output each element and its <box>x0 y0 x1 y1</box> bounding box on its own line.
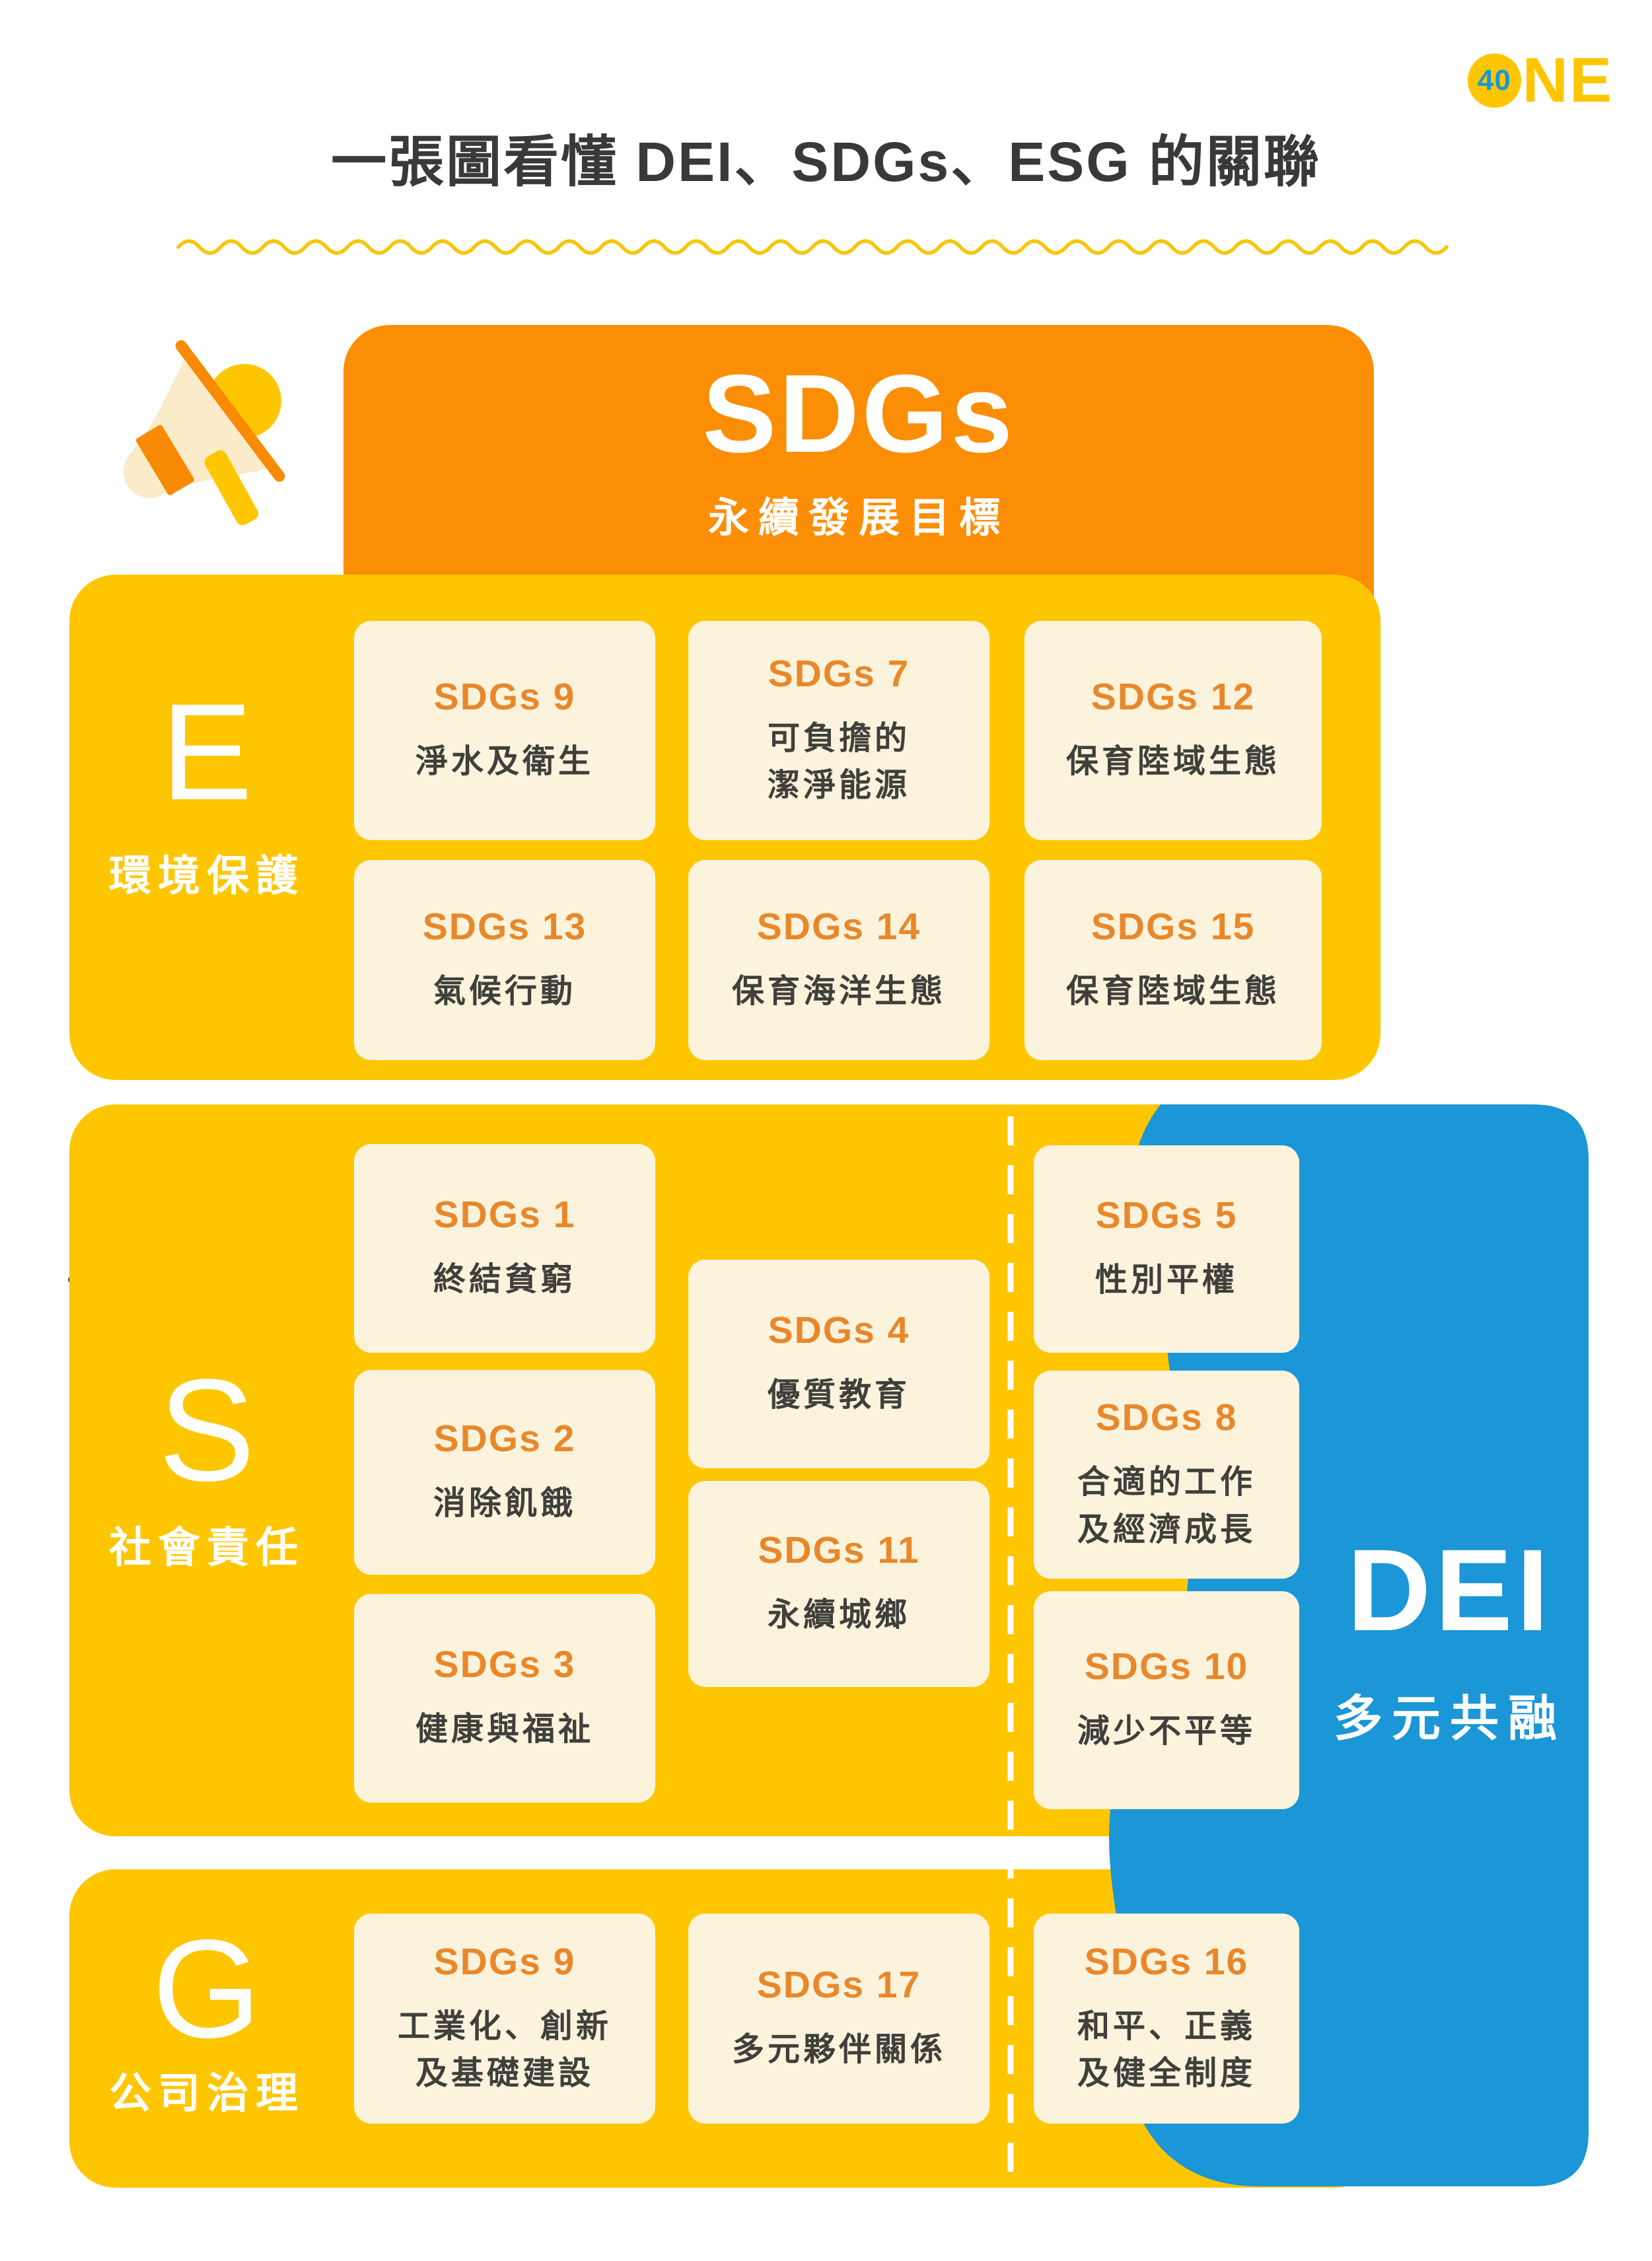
logo-circle-icon: 40 <box>1468 54 1521 108</box>
card-id: SDGs 3 <box>433 1643 576 1686</box>
card-sdgs-9-g: SDGs 9 工業化、創新 及基礎建設 <box>354 1914 655 2124</box>
card-sdgs-15: SDGs 15 保育陸域生態 <box>1024 860 1322 1060</box>
card-id: SDGs 14 <box>756 905 921 948</box>
page-title: 一張圖看懂 DEI、SDGs、ESG 的關聯 <box>331 131 1321 193</box>
card-desc: 性別平權 <box>1095 1262 1238 1299</box>
card-sdgs-13: SDGs 13 氣候行動 <box>354 860 655 1060</box>
card-sdgs-3: SDGs 3 健康與福祉 <box>354 1594 655 1803</box>
card-id: SDGs 11 <box>758 1529 920 1572</box>
card-id: SDGs 16 <box>1084 1940 1249 1983</box>
card-sdgs-7: SDGs 7 可負擔的 潔淨能源 <box>688 621 989 840</box>
card-sdgs-17: SDGs 17 多元夥伴關係 <box>688 1914 989 2124</box>
section-e-label: 環境保護 <box>109 852 305 900</box>
card-desc: 氣候行動 <box>433 973 576 1009</box>
card-id: SDGs 5 <box>1095 1194 1238 1237</box>
card-id: SDGs 12 <box>1091 676 1256 719</box>
card-desc: 永續城鄉 <box>767 1597 910 1633</box>
sdgs-banner-title: SDGs <box>702 351 1015 476</box>
card-desc: 工業化、創新 及基礎建設 <box>397 2008 612 2091</box>
card-sdgs-8: SDGs 8 合適的工作 及經濟成長 <box>1034 1371 1299 1579</box>
card-id: SDGs 1 <box>433 1194 576 1237</box>
card-desc: 健康與福祉 <box>415 1711 594 1748</box>
section-s-label: 社會責任 <box>109 1524 305 1571</box>
card-id: SDGs 15 <box>1091 905 1256 948</box>
card-id: SDGs 9 <box>433 676 576 719</box>
card-desc: 減少不平等 <box>1077 1713 1256 1750</box>
section-s-letter: S <box>158 1349 256 1511</box>
card-id: SDGs 13 <box>422 905 587 948</box>
dei-subtitle: 多元共融 <box>1334 1691 1566 1746</box>
section-e-letter: E <box>161 676 253 829</box>
sdgs-banner-subtitle: 永續發展目標 <box>707 495 1009 542</box>
card-id: SDGs 2 <box>433 1418 576 1460</box>
card-desc: 保育陸域生態 <box>1065 744 1280 780</box>
card-desc: 消除飢餓 <box>433 1486 576 1522</box>
wavy-underline <box>176 239 1449 255</box>
card-id: SDGs 17 <box>756 1964 921 2007</box>
one-logo: 40 NE <box>1468 49 1613 112</box>
card-desc: 優質教育 <box>767 1377 910 1414</box>
section-g-label: 公司治理 <box>109 2069 305 2117</box>
card-desc: 終結貧窮 <box>433 1262 576 1298</box>
card-sdgs-1: SDGs 1 終結貧窮 <box>354 1144 655 1353</box>
card-desc: 保育海洋生態 <box>731 973 946 1009</box>
card-id: SDGs 4 <box>768 1309 910 1352</box>
card-sdgs-9-e: SDGs 9 淨水及衛生 <box>354 621 655 840</box>
card-desc: 保育陸域生態 <box>1065 973 1280 1009</box>
card-sdgs-5: SDGs 5 性別平權 <box>1034 1145 1299 1353</box>
dei-block: DEI 多元共融 <box>1305 1532 1595 1750</box>
card-sdgs-2: SDGs 2 消除飢餓 <box>354 1370 655 1575</box>
card-sdgs-11: SDGs 11 永續城鄉 <box>688 1481 989 1687</box>
card-sdgs-16: SDGs 16 和平、正義 及健全制度 <box>1034 1914 1299 2124</box>
card-sdgs-4: SDGs 4 優質教育 <box>688 1260 989 1468</box>
card-desc: 可負擔的 潔淨能源 <box>767 720 910 803</box>
logo-word: NE <box>1522 45 1613 116</box>
dei-title: DEI <box>1347 1526 1553 1655</box>
card-sdgs-12: SDGs 12 保育陸域生態 <box>1024 621 1322 840</box>
logo-badge: 40 <box>1477 64 1511 96</box>
card-id: SDGs 7 <box>768 652 910 695</box>
card-id: SDGs 9 <box>433 1940 576 1983</box>
card-desc: 和平、正義 及健全制度 <box>1077 2008 1256 2091</box>
megaphone-icon <box>123 340 285 526</box>
section-g-letter: G <box>152 1910 262 2067</box>
card-sdgs-10: SDGs 10 減少不平等 <box>1034 1591 1299 1809</box>
card-desc: 合適的工作 及經濟成長 <box>1077 1464 1256 1548</box>
card-desc: 淨水及衛生 <box>415 744 594 780</box>
card-desc: 多元夥伴關係 <box>731 2032 946 2068</box>
card-id: SDGs 10 <box>1084 1645 1249 1688</box>
card-id: SDGs 8 <box>1095 1396 1238 1439</box>
card-sdgs-14: SDGs 14 保育海洋生態 <box>688 860 989 1060</box>
